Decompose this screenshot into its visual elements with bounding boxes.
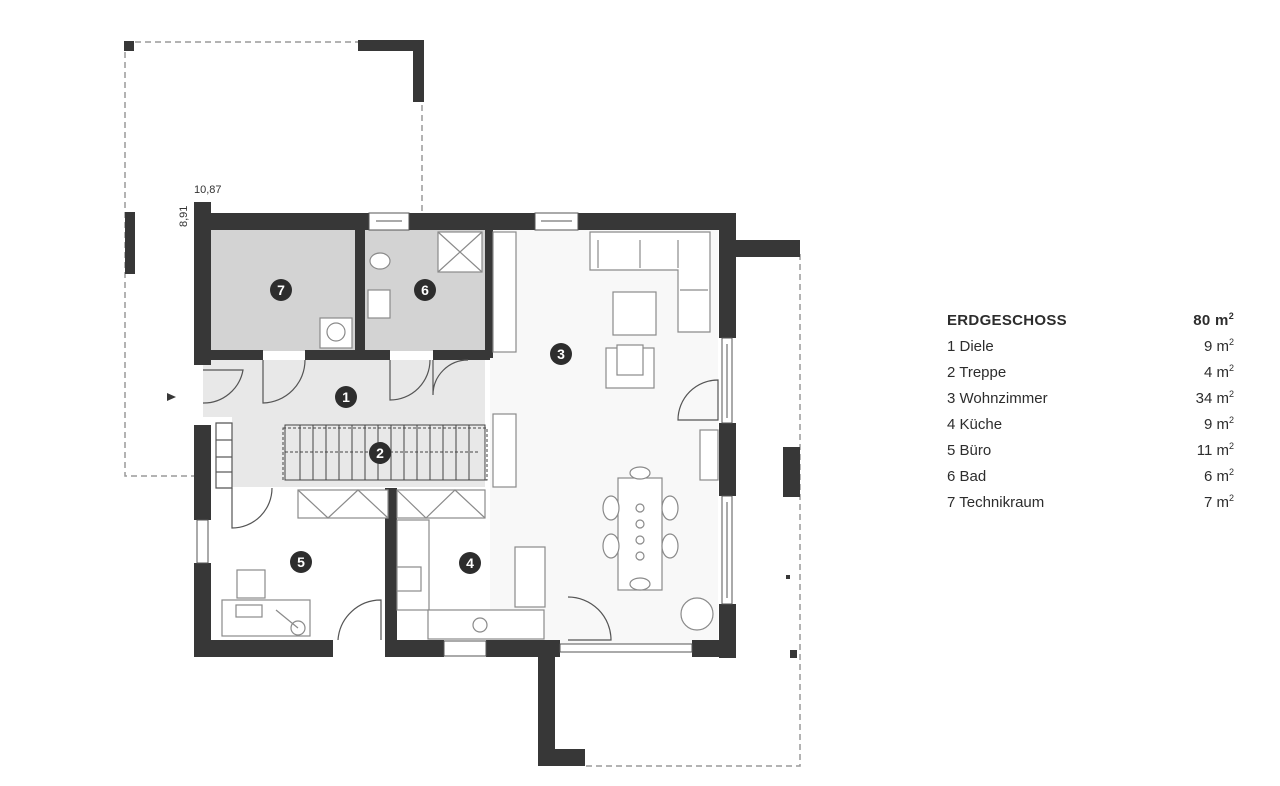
room-label: 1 Diele <box>947 338 994 355</box>
windows <box>196 212 733 657</box>
dimension-depth: 8,91 <box>178 206 190 227</box>
room-badge-number: 2 <box>376 445 384 461</box>
room-badge-number: 5 <box>297 554 305 570</box>
legend-row: 1 Diele 9 m2 <box>947 337 1234 363</box>
walls <box>194 40 800 766</box>
room-area: 4 m2 <box>1203 363 1234 381</box>
area-legend: ERDGESCHOSS 80 m2 1 Diele 9 m2 2 Treppe 4 m… <box>947 311 1234 519</box>
room-badge-number: 6 <box>421 282 429 298</box>
floor-name: ERDGESCHOSS <box>947 312 1067 329</box>
room-badge-5: 5 <box>290 551 312 573</box>
legend-row: 2 Treppe 4 m2 <box>947 363 1234 389</box>
room-area: 9 m2 <box>1203 337 1234 355</box>
room-label: 6 Bad <box>947 468 987 485</box>
legend-row: 3 Wohnzimmer 34 m2 <box>947 389 1234 415</box>
dimension-width: 10,87 <box>194 184 222 196</box>
room-badge-6: 6 <box>414 279 436 301</box>
room-badges: 1 2 3 4 5 6 7 <box>270 279 572 574</box>
floor-total-area: 80 m2 <box>1193 311 1234 329</box>
room-label: 2 Treppe <box>947 364 1007 381</box>
legend-row: 5 Büro 11 m2 <box>947 441 1234 467</box>
room-badge-number: 7 <box>277 282 285 298</box>
room-badge-number: 1 <box>342 389 350 405</box>
terrace-posts <box>124 41 800 658</box>
room-badge-1: 1 <box>335 386 357 408</box>
furniture <box>221 231 719 640</box>
legend-row: 6 Bad 6 m2 <box>947 467 1234 493</box>
room-label: 4 Küche <box>947 416 1003 433</box>
room-area: 6 m2 <box>1203 467 1234 485</box>
legend-row: 4 Küche 9 m2 <box>947 415 1234 441</box>
room-label: 3 Wohnzimmer <box>947 390 1048 407</box>
room-badge-3: 3 <box>550 343 572 365</box>
legend-header: ERDGESCHOSS 80 m2 <box>947 311 1234 337</box>
room-badge-7: 7 <box>270 279 292 301</box>
room-area: 9 m2 <box>1203 415 1234 433</box>
room-badge-2: 2 <box>369 442 391 464</box>
floor-plan: 10,87 8,91 1 2 3 4 5 6 7 <box>124 40 801 767</box>
room-area: 11 m2 <box>1196 441 1234 459</box>
room-label: 7 Technikraum <box>947 494 1045 511</box>
doors <box>202 359 719 641</box>
legend-rows: 1 Diele 9 m2 2 Treppe 4 m2 3 Wohnzimmer 34 m2… <box>947 337 1234 519</box>
room-area: 7 m2 <box>1203 493 1234 511</box>
room-badge-number: 3 <box>557 346 565 362</box>
room-area: 34 m2 <box>1195 389 1234 407</box>
room-badge-number: 4 <box>466 555 474 571</box>
room-badge-4: 4 <box>459 552 481 574</box>
room-label: 5 Büro <box>947 442 992 459</box>
legend-row: 7 Technikraum 7 m2 <box>947 493 1234 519</box>
